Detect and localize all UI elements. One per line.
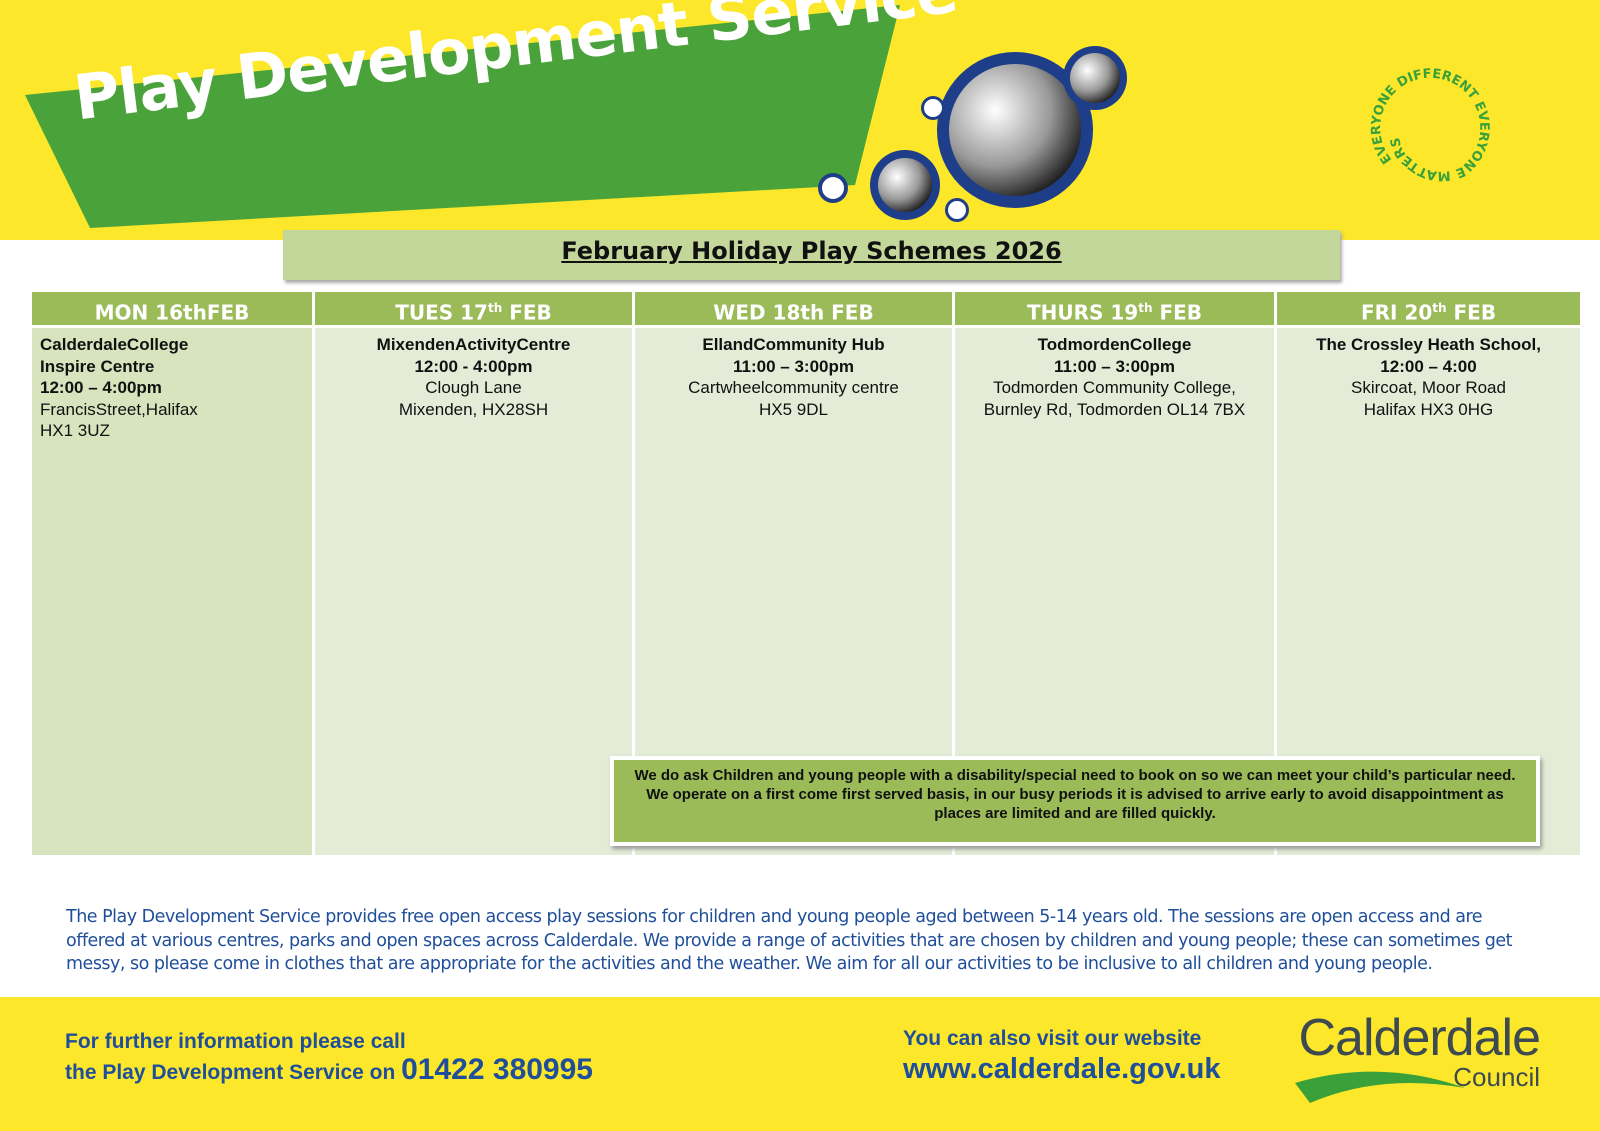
day-label: WED 18th FEB bbox=[713, 300, 874, 325]
session-line: Halifax HX3 0HG bbox=[1363, 399, 1494, 419]
motto-text: EVERYONE DIFFERENT EVERYONE MATTERS bbox=[1369, 67, 1491, 183]
session-line: The Crossley Heath School, bbox=[1316, 335, 1541, 354]
session-line: EllandCommunity Hub bbox=[702, 335, 885, 354]
session-line: 12:00 - 4:00pm bbox=[414, 356, 533, 376]
session-line: Burnley Rd, Todmorden OL14 7BX bbox=[983, 399, 1246, 419]
title-banner bbox=[25, 5, 900, 228]
session-line: Mixenden, HX28SH bbox=[398, 399, 549, 419]
contact-line: the Play Development Service on bbox=[65, 1061, 402, 1084]
contact-line: For further information please call bbox=[65, 1030, 406, 1053]
day-header: TUES 17th FEB bbox=[315, 292, 632, 325]
website-line: You can also visit our website bbox=[903, 1027, 1202, 1050]
website-link[interactable]: www.calderdale.gov.uk bbox=[903, 1053, 1221, 1085]
session-line: CalderdaleCollege bbox=[40, 335, 189, 354]
day-header: WED 18th FEB bbox=[635, 292, 952, 325]
calderdale-council-logo: Calderdale Council bbox=[1290, 1008, 1541, 1108]
session-line: Inspire Centre bbox=[40, 356, 155, 376]
logo-swoosh-icon bbox=[1295, 1071, 1465, 1103]
motto-label: EVERYONE DIFFERENT EVERYONE MATTERS bbox=[1369, 67, 1491, 183]
day-suffix: th bbox=[1138, 301, 1153, 315]
day-column: TUES 17th FEB MixendenActivityCentre 12:00… bbox=[315, 292, 632, 855]
day-header: FRI 20th FEB bbox=[1277, 292, 1580, 325]
service-description: The Play Development Service provides fr… bbox=[66, 907, 1513, 974]
session-line: Clough Lane bbox=[425, 378, 522, 397]
everyone-matters-logo: EVERYONE DIFFERENT EVERYONE MATTERS bbox=[1369, 67, 1491, 183]
contact-info: For further information please call the … bbox=[65, 1028, 593, 1087]
day-suffix: th bbox=[487, 301, 503, 315]
session-line: TodmordenCollege bbox=[1037, 335, 1192, 354]
schedule-title: February Holiday Play Schemes 2026 bbox=[561, 237, 1062, 265]
session-line: 12:00 – 4:00pm bbox=[40, 378, 162, 397]
session-line: HX1 3UZ bbox=[40, 421, 110, 440]
schedule-title-bar: February Holiday Play Schemes 2026 bbox=[283, 230, 1340, 280]
booking-notice: We do ask Children and young people with… bbox=[610, 756, 1540, 846]
day-month: FEB bbox=[1446, 300, 1497, 325]
day-month: FEB bbox=[1152, 300, 1203, 325]
day-label: MON 16th bbox=[94, 300, 207, 325]
session-line: 11:00 – 3:00pm bbox=[1054, 356, 1175, 376]
day-label: THURS 19 bbox=[1026, 300, 1139, 325]
day-month: FEB bbox=[206, 300, 250, 325]
session-line: Skircoat, Moor Road bbox=[1351, 378, 1506, 397]
session-line: MixendenActivityCentre bbox=[376, 335, 571, 354]
session-line: 11:00 – 3:00pm bbox=[733, 356, 854, 376]
website-info: You can also visit our website www.calde… bbox=[903, 1024, 1221, 1084]
footer-background bbox=[0, 997, 1600, 1131]
day-month: FEB bbox=[502, 300, 552, 325]
day-label: FRI 20 bbox=[1360, 300, 1433, 325]
logo-sub: Council bbox=[1453, 1062, 1540, 1092]
session-line: HX5 9DL bbox=[759, 399, 828, 419]
session-line: Todmorden Community College, bbox=[993, 378, 1236, 397]
header-graphics bbox=[25, 5, 1127, 228]
day-suffix: th bbox=[1432, 301, 1447, 315]
session-line: FrancisStreet,Halifax bbox=[40, 399, 198, 419]
day-header: THURS 19th FEB bbox=[955, 292, 1274, 325]
day-header: MON 16thFEB bbox=[32, 292, 312, 325]
session-line: 12:00 – 4:00 bbox=[1380, 356, 1477, 376]
phone-number[interactable]: 01422 380995 bbox=[401, 1053, 593, 1086]
day-label: TUES 17 bbox=[395, 300, 488, 325]
logo-name: Calderdale bbox=[1298, 1009, 1541, 1067]
session-line: Cartwheelcommunity centre bbox=[688, 378, 899, 397]
